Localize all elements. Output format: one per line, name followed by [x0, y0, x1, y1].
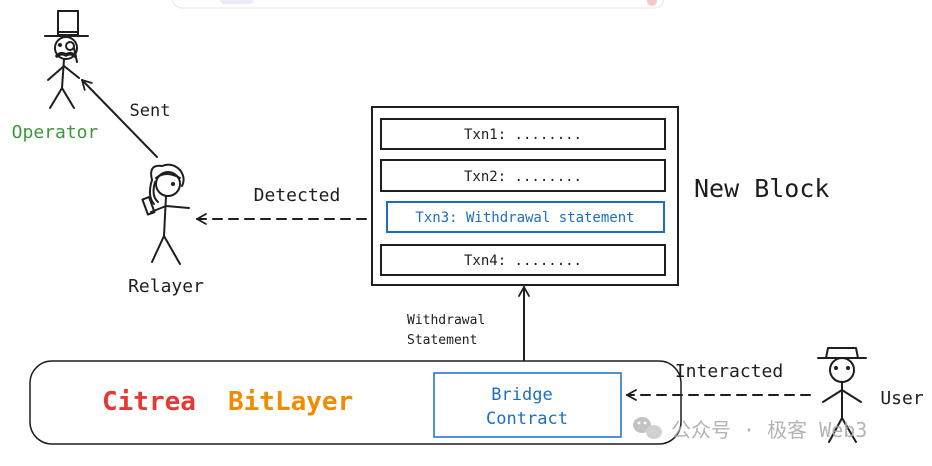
txn-label: Txn1: ........	[464, 127, 582, 143]
relayer-label: Relayer	[128, 276, 204, 297]
relayer-figure-icon	[141, 163, 190, 265]
sent-label: Sent	[130, 101, 171, 121]
txn-row-highlighted: Txn3: Withdrawal statement	[386, 201, 665, 233]
new-block: Txn1: ........ Txn2: ........ Txn3: With…	[371, 106, 679, 286]
user-label: User	[880, 388, 924, 409]
new-block-title: New Block	[694, 174, 829, 203]
txn-row: Txn2: ........	[380, 159, 666, 192]
bridge-contract-label: Contract	[486, 409, 568, 429]
wechat-icon	[633, 417, 662, 439]
watermark-text: 公众号 · 极客 Web3	[671, 418, 867, 442]
txn-row: Txn4: ........	[380, 244, 666, 276]
user-figure-icon	[817, 347, 867, 443]
txn-label: Txn2: ........	[464, 169, 582, 185]
withdrawal-statement-label: Withdrawal	[407, 313, 485, 328]
sent-arrow	[81, 79, 158, 158]
detected-label: Detected	[254, 185, 341, 206]
bitlayer-label: BitLayer	[228, 387, 353, 417]
txn-label: Txn3: Withdrawal statement	[415, 210, 634, 226]
txn-label: Txn4: ........	[464, 253, 582, 269]
operator-label: Operator	[12, 122, 99, 143]
operator-figure-icon	[44, 10, 89, 109]
bridge-contract-label: Bridge	[491, 385, 552, 405]
withdrawal-statement-label: Statement	[407, 333, 477, 348]
txn-row: Txn1: ........	[380, 118, 666, 150]
top-bar-fragment	[171, 0, 665, 9]
bridge-contract-box: Bridge Contract	[433, 372, 622, 438]
citrea-label: Citrea	[102, 387, 196, 417]
wechat-watermark: 公众号 · 极客 Web3	[633, 417, 867, 442]
interacted-label: Interacted	[675, 361, 783, 382]
